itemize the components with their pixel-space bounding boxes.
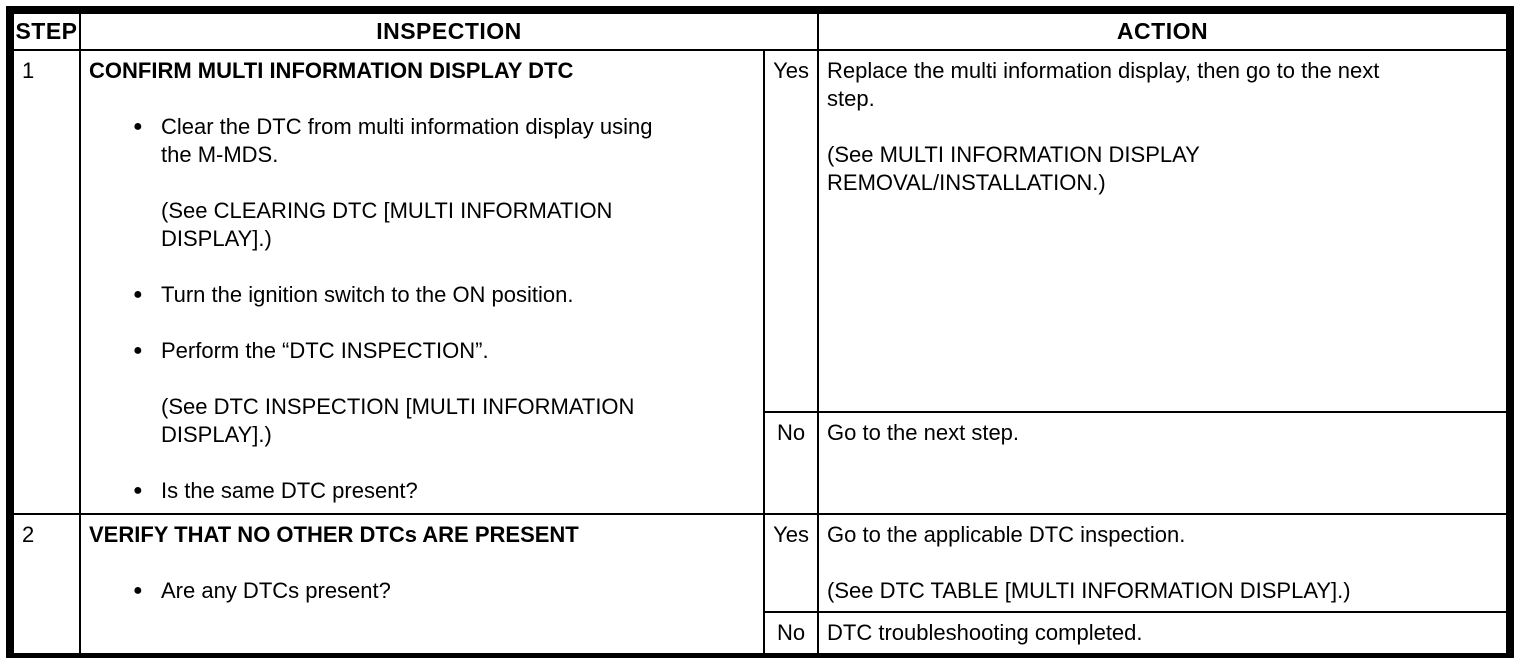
action-see-note: (See DTC TABLE [MULTI INFORMATION DISPLA… — [827, 578, 1351, 603]
inspection-item-text: Turn the ignition switch to the ON posit… — [161, 282, 574, 307]
inspection-see-note: (See DTC INSPECTION [MULTI INFORMATION D… — [161, 393, 706, 449]
column-header-inspection: INSPECTION — [78, 9, 820, 51]
step-1-no-action-cell: Go to the next step. — [817, 411, 1511, 515]
table-row: No Go to the next step. — [10, 411, 1511, 515]
step-1-no-label: No — [762, 411, 820, 515]
action-paragraph: Go to the next step. — [827, 420, 1020, 445]
step-2-inspection-title: VERIFY THAT NO OTHER DTCs ARE PRESENT — [89, 522, 579, 547]
step-1-inspection-title: CONFIRM MULTI INFORMATION DISPLAY DTC — [89, 58, 574, 83]
action-see-note: (See MULTI INFORMATION DISPLAY REMOVAL/I… — [827, 142, 1200, 195]
inspection-item-text: Clear the DTC from multi information dis… — [161, 114, 653, 167]
inspection-item: ● Turn the ignition switch to the ON pos… — [133, 281, 678, 309]
action-paragraph: DTC troubleshooting completed. — [827, 620, 1143, 645]
bullet-icon: ● — [133, 482, 143, 499]
inspection-note-text: (See DTC INSPECTION [MULTI INFORMATION D… — [161, 394, 635, 447]
step-1-yes-label: Yes — [762, 49, 820, 413]
inspection-see-note: (See CLEARING DTC [MULTI INFORMATION DIS… — [161, 197, 706, 253]
step-1-number: 1 — [9, 49, 81, 515]
table-row: 2 VERIFY THAT NO OTHER DTCs ARE PRESENT … — [9, 513, 1511, 658]
step-1-yes-action-cell: Replace the multi information display, t… — [817, 49, 1511, 413]
bullet-icon: ● — [133, 286, 143, 303]
action-paragraph: Replace the multi information display, t… — [827, 58, 1380, 111]
dtc-troubleshooting-table: STEP INSPECTION ACTION 1 CONFIRM MULTI I… — [6, 6, 1514, 658]
inspection-item: ● Perform the “DTC INSPECTION”. — [133, 337, 678, 365]
step-2-yes-action-cell: Go to the applicable DTC inspection. (Se… — [817, 513, 1511, 613]
bullet-icon: ● — [133, 582, 143, 599]
table-row: 1 CONFIRM MULTI INFORMATION DISPLAY DTC … — [9, 49, 1511, 515]
step-2-yes-label: Yes — [762, 513, 820, 613]
inspection-item-text: Are any DTCs present? — [161, 578, 391, 603]
action-paragraph: Go to the applicable DTC inspection. — [827, 522, 1186, 547]
bullet-icon: ● — [133, 118, 143, 135]
table-header-row: STEP INSPECTION ACTION — [9, 9, 1511, 51]
inspection-item: ● Are any DTCs present? — [133, 577, 678, 605]
inspection-item-text: Is the same DTC present? — [161, 478, 418, 503]
bullet-icon: ● — [133, 342, 143, 359]
table-row: No DTC troubleshooting completed. — [10, 611, 1511, 658]
inspection-item: ● Clear the DTC from multi information d… — [133, 113, 678, 169]
step-1-inspection-cell: CONFIRM MULTI INFORMATION DISPLAY DTC ● … — [79, 49, 765, 515]
inspection-item: ● Is the same DTC present? — [133, 477, 678, 505]
step-2-no-label: No — [762, 611, 820, 658]
step-2-number: 2 — [9, 513, 81, 658]
step-2-inspection-cell: VERIFY THAT NO OTHER DTCs ARE PRESENT ● … — [79, 513, 765, 658]
column-header-step: STEP — [9, 9, 81, 51]
inspection-item-text: Perform the “DTC INSPECTION”. — [161, 338, 489, 363]
column-header-action: ACTION — [817, 9, 1511, 51]
step-2-no-action-cell: DTC troubleshooting completed. — [817, 611, 1511, 658]
inspection-note-text: (See CLEARING DTC [MULTI INFORMATION DIS… — [161, 198, 613, 251]
